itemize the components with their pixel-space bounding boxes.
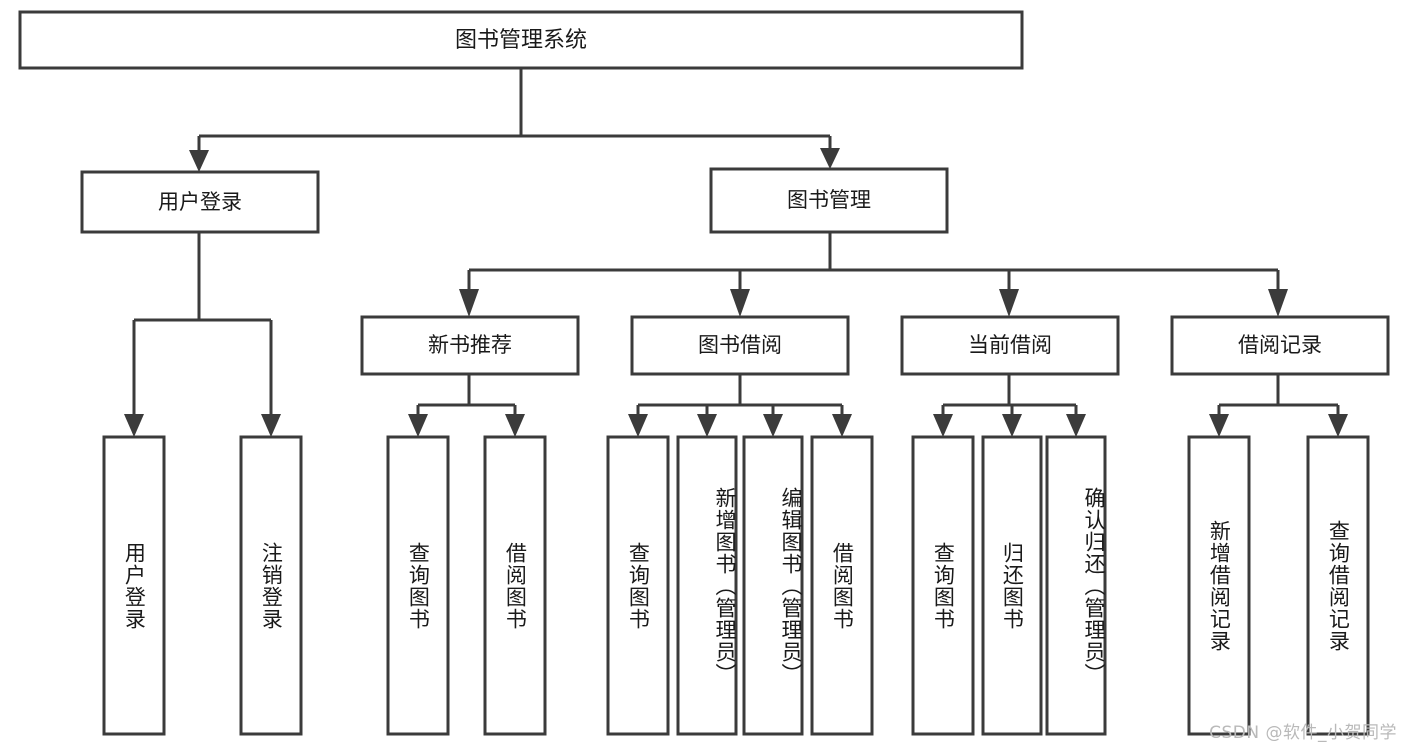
node-root[interactable] [18,10,1024,70]
arrow-current-borrow-leaf-1 [933,414,953,437]
node-leaf-new-book-1[interactable] [386,435,450,736]
arrow-book-borrow-leaf-2 [697,414,717,437]
node-current-borrow-label: 当前借阅 [968,333,1052,357]
node-book-management-label: 图书管理 [787,188,871,212]
node-leaf-current-borrow-3[interactable] [1045,435,1107,736]
arrow-root-to-user-login [189,150,209,172]
arrow-new-book-leaf-1 [408,414,428,437]
node-new-book-recommend-label: 新书推荐 [428,333,512,357]
node-leaf-borrow-record-2[interactable] [1306,435,1370,736]
node-leaf-new-book-2[interactable] [483,435,547,736]
node-leaf-book-borrow-1[interactable] [606,435,670,736]
node-leaf-user-login-1[interactable] [102,435,166,736]
arrow-to-new-book [459,289,479,317]
watermark: CSDN @软件_小贺同学 [1209,723,1397,743]
arrow-book-borrow-leaf-4 [832,414,852,437]
node-book-borrow-label: 图书借阅 [698,333,782,357]
node-leaf-current-borrow-1[interactable] [911,435,975,736]
arrow-book-borrow-leaf-3 [763,414,783,437]
node-borrow-record[interactable] [1170,315,1390,376]
arrow-borrow-record-leaf-1 [1209,414,1229,437]
node-borrow-record-label: 借阅记录 [1238,333,1322,357]
node-leaf-book-borrow-4[interactable] [810,435,874,736]
arrow-to-borrow-record [1268,289,1288,317]
arrow-book-borrow-leaf-1 [628,414,648,437]
arrow-current-borrow-leaf-2 [1002,414,1022,437]
node-leaf-current-borrow-2[interactable] [981,435,1043,736]
node-leaf-user-login-2[interactable] [239,435,303,736]
arrow-borrow-record-leaf-2 [1328,414,1348,437]
node-leaf-book-borrow-3[interactable] [742,435,804,736]
node-new-book-recommend[interactable] [360,315,580,376]
arrow-new-book-leaf-2 [505,414,525,437]
arrow-current-borrow-leaf-3 [1066,414,1086,437]
node-leaf-book-borrow-2[interactable] [676,435,738,736]
node-book-management[interactable] [709,167,949,234]
node-current-borrow[interactable] [900,315,1120,376]
arrow-to-book-borrow [730,289,750,317]
arrow-root-to-book-mgmt [820,148,840,169]
node-root-label: 图书管理系统 [455,28,587,53]
node-user-login[interactable] [80,170,320,234]
node-user-login-label: 用户登录 [158,190,242,214]
arrow-user-login-leaf-1 [124,414,144,437]
node-leaf-borrow-record-1[interactable] [1187,435,1251,736]
arrow-user-login-leaf-2 [261,414,281,437]
arrow-to-current-borrow [999,289,1019,317]
node-book-borrow[interactable] [630,315,850,376]
